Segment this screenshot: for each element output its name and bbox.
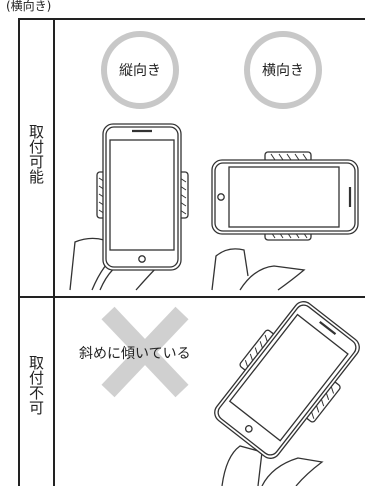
portrait-phone-illustration [69, 123, 189, 291]
prohibited-cross-mark [101, 306, 189, 398]
section-divider [18, 296, 365, 298]
tilted-annotation: 斜めに傾いている [79, 346, 191, 362]
outer-top-border [18, 18, 365, 20]
header-label: (横向き) [6, 0, 52, 13]
portrait-ring-badge: 縦向き [101, 31, 179, 109]
landscape-phone-illustration [211, 151, 359, 291]
not-allowed-section-label: 取付不可 [27, 355, 45, 415]
column-divider [53, 18, 55, 486]
landscape-caption: 横向き [262, 63, 304, 79]
left-border [18, 18, 20, 486]
allowed-section-label: 取付可能 [27, 124, 45, 184]
tilted-phone-illustration [214, 301, 360, 486]
portrait-caption: 縦向き [119, 63, 161, 79]
landscape-ring-badge: 横向き [244, 31, 322, 109]
